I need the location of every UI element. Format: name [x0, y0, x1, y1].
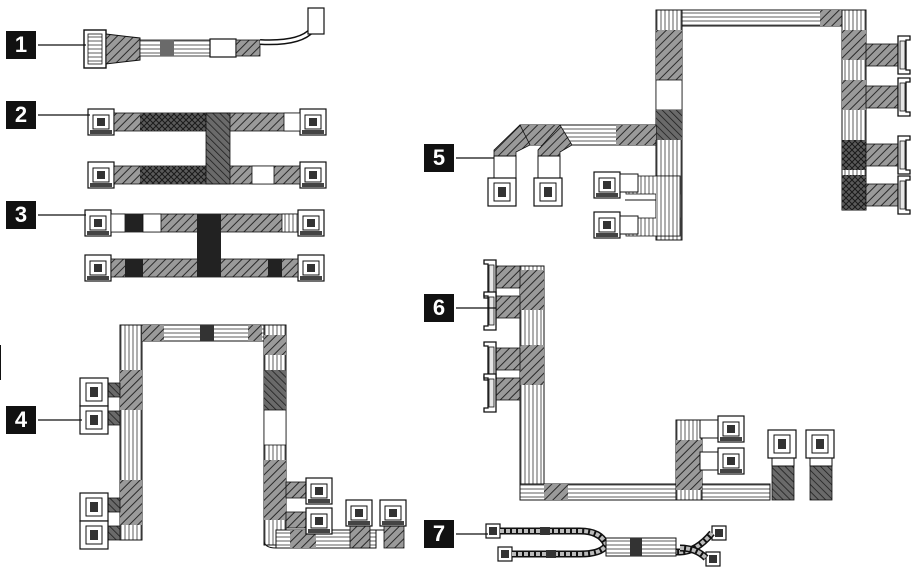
cable-3 [84, 209, 325, 282]
cable-7 [485, 523, 727, 567]
callout-1: 1 [6, 31, 36, 59]
cable-6 [483, 259, 835, 501]
callout-7: 7 [424, 520, 454, 548]
leader-lines [38, 44, 496, 535]
callout-5: 5 [424, 144, 454, 172]
callout-3: 3 [6, 201, 36, 229]
cable-2 [87, 108, 327, 189]
callout-6: 6 [424, 294, 454, 322]
cable-5 [487, 9, 911, 241]
callout-2: 2 [6, 101, 36, 129]
callout-4: 4 [6, 406, 36, 434]
cable-4 [0, 324, 407, 550]
cable-1 [83, 7, 325, 69]
